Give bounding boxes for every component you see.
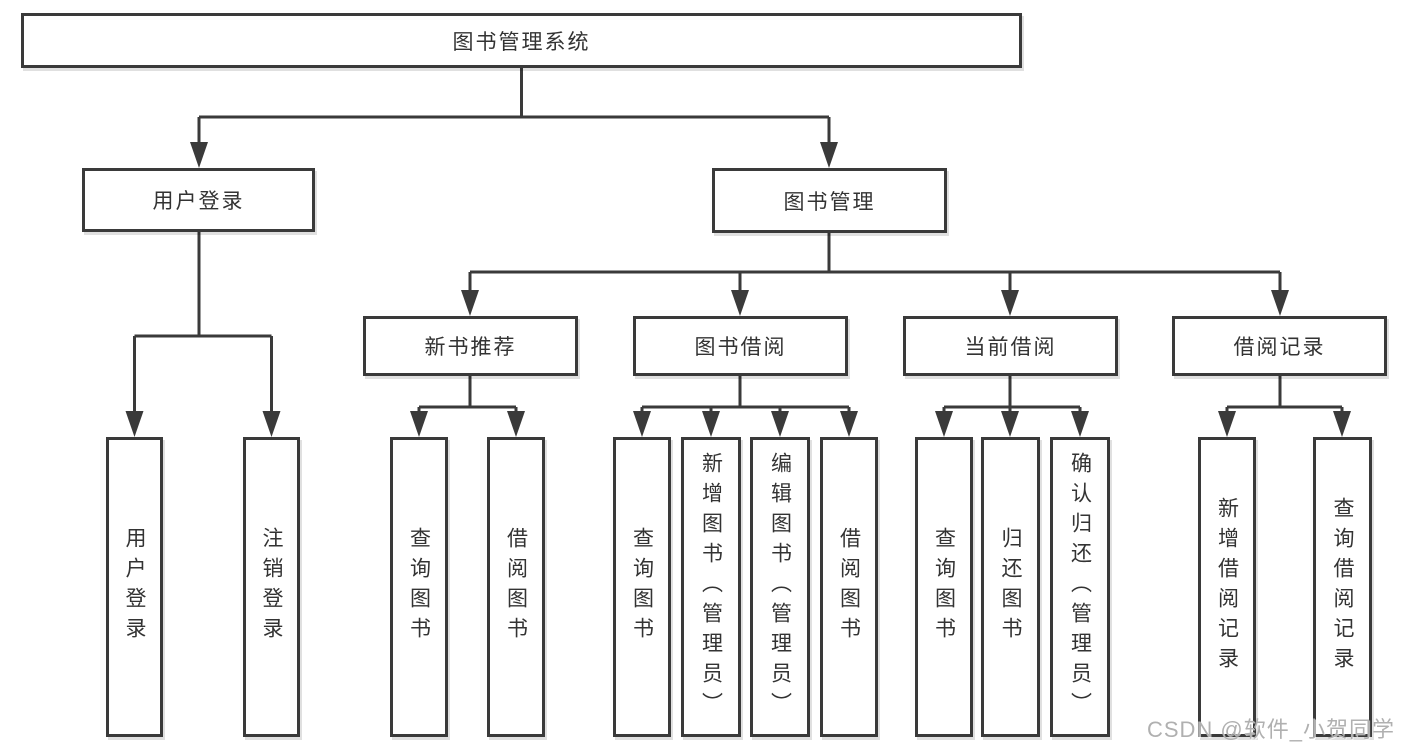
node-nbr-query-books-label: 查询图书 <box>407 527 431 647</box>
node-br-add-record-label: 新增借阅记录 <box>1215 497 1239 677</box>
node-new-book-recommend: 新书推荐 <box>363 316 578 376</box>
node-current-borrowing-label: 当前借阅 <box>964 336 1057 359</box>
node-bb-add-books-admin-label: 新增图书（管理员） <box>699 452 723 722</box>
node-new-book-recommend-label: 新书推荐 <box>424 336 517 359</box>
node-library-system-label: 图书管理系统 <box>452 30 591 54</box>
node-nbr-borrow-books-label: 借阅图书 <box>504 527 528 647</box>
node-bb-borrow-books-label: 借阅图书 <box>837 527 861 647</box>
node-user-login-action: 用户登录 <box>106 437 163 737</box>
node-cb-confirm-return-admin: 确认归还（管理员） <box>1050 437 1110 737</box>
node-current-borrowing: 当前借阅 <box>903 316 1118 376</box>
node-book-borrowing: 图书借阅 <box>633 316 848 376</box>
node-bb-add-books-admin: 新增图书（管理员） <box>681 437 741 737</box>
node-nbr-query-books: 查询图书 <box>390 437 448 737</box>
node-library-system: 图书管理系统 <box>21 13 1022 68</box>
node-cb-query-books: 查询图书 <box>915 437 973 737</box>
node-cb-return-books: 归还图书 <box>981 437 1040 737</box>
node-cb-query-books-label: 查询图书 <box>932 527 956 647</box>
node-bb-edit-books-admin: 编辑图书（管理员） <box>750 437 810 737</box>
node-bb-query-books: 查询图书 <box>613 437 671 737</box>
node-borrow-records-label: 借阅记录 <box>1233 336 1326 359</box>
node-bb-edit-books-admin-label: 编辑图书（管理员） <box>768 452 792 722</box>
node-br-add-record: 新增借阅记录 <box>1198 437 1256 737</box>
node-br-query-record-label: 查询借阅记录 <box>1331 497 1354 677</box>
node-cb-confirm-return-admin-label: 确认归还（管理员） <box>1068 452 1092 722</box>
node-book-borrowing-label: 图书借阅 <box>694 336 787 359</box>
node-cb-return-books-label: 归还图书 <box>999 527 1022 647</box>
node-borrow-records: 借阅记录 <box>1172 316 1387 376</box>
node-bb-query-books-label: 查询图书 <box>630 527 654 647</box>
node-bb-borrow-books: 借阅图书 <box>820 437 878 737</box>
node-book-management-label: 图书管理 <box>783 190 876 214</box>
node-book-management: 图书管理 <box>712 168 947 233</box>
csdn-watermark: CSDN @软件_小贺同学 <box>1146 717 1395 742</box>
node-user-login-action-label: 用户登录 <box>123 527 146 647</box>
node-logout-action: 注销登录 <box>243 437 300 737</box>
node-nbr-borrow-books: 借阅图书 <box>487 437 545 737</box>
node-br-query-record: 查询借阅记录 <box>1313 437 1372 737</box>
node-logout-action-label: 注销登录 <box>260 527 283 647</box>
node-user-login-label: 用户登录 <box>152 190 245 213</box>
node-user-login: 用户登录 <box>82 168 315 232</box>
